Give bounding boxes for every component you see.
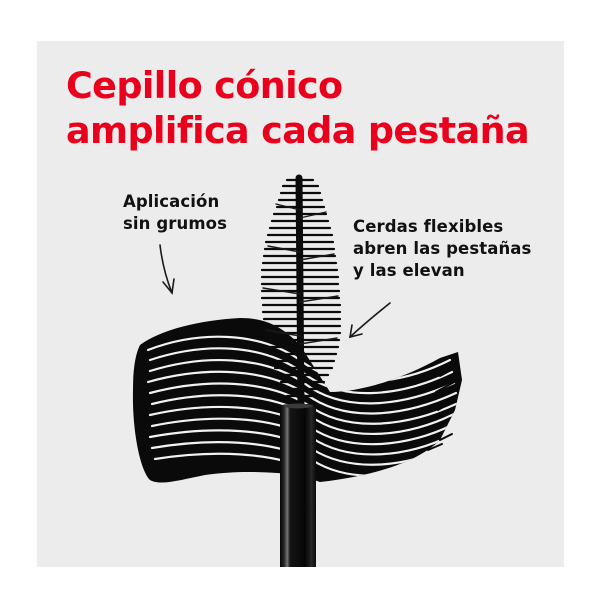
mascara-illustration bbox=[132, 174, 463, 567]
headline: Cepillo cónico amplifica cada pestaña bbox=[66, 63, 530, 153]
annotation-application: Aplicación sin grumos bbox=[123, 191, 227, 235]
annotation-application-line-1: Aplicación bbox=[123, 192, 220, 211]
product-panel: Cepillo cónico amplifica cada pestaña Ap… bbox=[37, 41, 564, 567]
annotation-bristles-line-1: Cerdas flexibles bbox=[353, 217, 504, 236]
annotation-bristles-line-2: abren las pestañas bbox=[353, 239, 532, 258]
arrow-down-icon bbox=[159, 244, 175, 295]
mascara-wand bbox=[280, 403, 316, 567]
headline-line-2: amplifica cada pestaña bbox=[66, 109, 530, 152]
arrow-down-left-icon bbox=[349, 302, 391, 339]
headline-line-1: Cepillo cónico bbox=[66, 64, 343, 107]
conical-brush bbox=[260, 174, 342, 409]
annotation-application-line-2: sin grumos bbox=[123, 214, 228, 233]
annotation-bristles-line-3: y las elevan bbox=[353, 261, 465, 280]
annotation-bristles: Cerdas flexibles abren las pestañas y la… bbox=[353, 216, 531, 282]
